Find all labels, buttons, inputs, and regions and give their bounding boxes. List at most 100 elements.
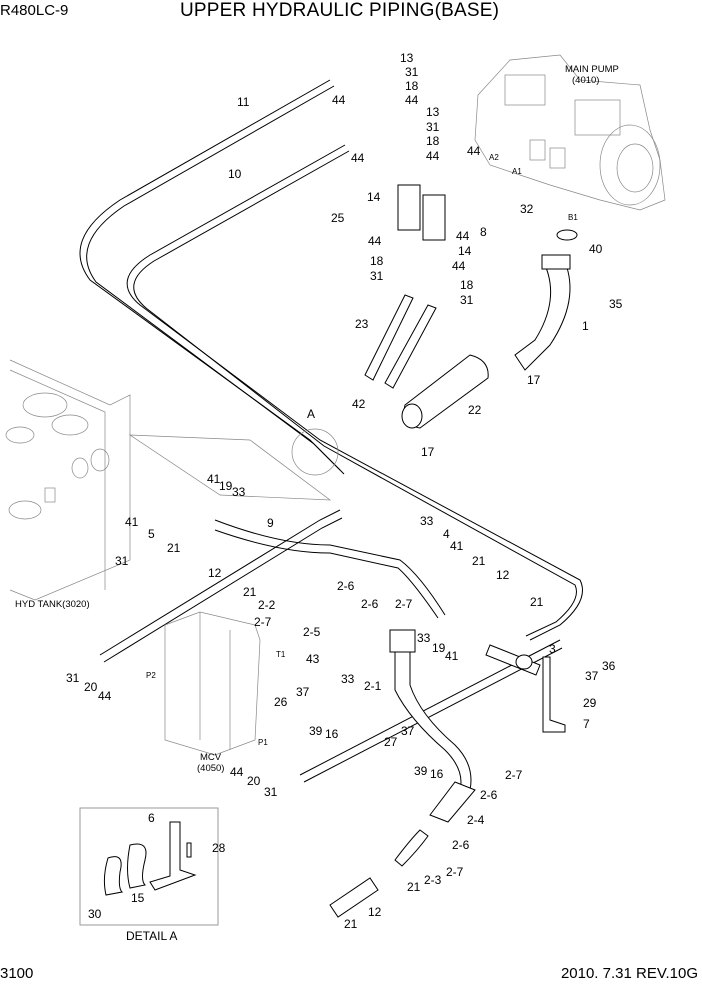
part-number-callout: 41 <box>207 472 221 486</box>
part-number-callout: 31 <box>460 293 474 307</box>
part-number-callout: 43 <box>306 652 320 666</box>
main-pump-label-2: (4010) <box>572 75 599 86</box>
part-number-callout: 14 <box>458 244 472 258</box>
part-number-callout: 44 <box>98 689 112 703</box>
detail-a-box <box>79 807 219 926</box>
port-label: A1 <box>512 167 522 176</box>
mcv-label-2: (4050) <box>197 763 224 774</box>
part-number-callout: 33 <box>420 514 434 528</box>
part-number-callout: 21 <box>344 917 358 931</box>
part-number-callout: 18 <box>405 79 419 93</box>
part-number-callout: 20 <box>84 680 98 694</box>
part-number-callout: 31 <box>264 785 278 799</box>
part-number-callout: 33 <box>417 631 431 645</box>
part-number-callout: 12 <box>368 905 382 919</box>
part-number-callout: 39 <box>309 724 323 738</box>
part-number-callout: 14 <box>367 190 381 204</box>
part-number-callout: 41 <box>450 539 464 553</box>
part-number-callout: 18 <box>370 254 384 268</box>
part-number-callout: 2-7 <box>446 865 464 879</box>
part-number-callout: 21 <box>243 585 257 599</box>
part-number-callout: 44 <box>368 234 382 248</box>
part-number-callout: 35 <box>609 297 623 311</box>
part-number-callout: 37 <box>585 669 599 683</box>
part-number-callout: 41 <box>445 649 459 663</box>
detail-a-marker-circle <box>291 428 339 476</box>
part-number-callout: 13 <box>400 51 414 65</box>
revision-date: 2010. 7.31 REV.10G <box>560 965 698 982</box>
part-number-callout: 44 <box>405 93 419 107</box>
part-number-callout: 2-6 <box>361 597 379 611</box>
page-number: 3100 <box>0 965 34 982</box>
part-number-callout: 32 <box>520 202 534 216</box>
part-number-callout: 12 <box>496 568 510 582</box>
part-number-callout: 17 <box>527 373 541 387</box>
part-number-callout: 5 <box>148 527 155 541</box>
part-number-callout: 33 <box>232 485 246 499</box>
part-number-callout: 3 <box>549 642 556 656</box>
suction-pipe-1 <box>514 229 578 371</box>
part-number-callout: 21 <box>472 554 486 568</box>
detail-a-parts <box>103 821 197 896</box>
part-number-callout: 44 <box>351 151 365 165</box>
hose-10 <box>126 144 583 641</box>
part-number-callout: 26 <box>274 695 288 709</box>
mcv-label-1: MCV <box>200 752 222 763</box>
port-label: T1 <box>276 650 286 659</box>
hoses-23 <box>364 294 437 389</box>
part-number-callout: 2-2 <box>258 598 276 612</box>
part-number-callout: 21 <box>530 595 544 609</box>
part-number-callout: 7 <box>583 717 590 731</box>
part-number-callout: 31 <box>370 269 384 283</box>
part-number-callout: 31 <box>115 554 129 568</box>
part-number-callout: 10 <box>228 167 242 181</box>
part-number-callout: A <box>307 407 315 421</box>
hose-9 <box>214 519 446 619</box>
part-number-callout: 2-6 <box>452 838 470 852</box>
part-number-callout: 31 <box>426 120 440 134</box>
pipe-2-4 <box>429 781 476 823</box>
part-number-callout: 12 <box>208 566 222 580</box>
port-label: B1 <box>568 213 578 222</box>
part-number-callout: 2-1 <box>364 679 382 693</box>
hose-11 <box>79 79 345 475</box>
mcv-drawing <box>164 611 261 756</box>
part-number-callout: 33 <box>341 672 355 686</box>
part-number-callout: 9 <box>267 516 274 530</box>
port-label: A2 <box>489 153 499 162</box>
part-number-callout: 2-7 <box>395 597 413 611</box>
part-number-callout: 25 <box>331 211 345 225</box>
part-number-callout: 40 <box>589 242 603 256</box>
part-number-callout: 19 <box>432 641 446 655</box>
part-number-callout: 44 <box>452 259 466 273</box>
part-number-callout: 2-3 <box>424 873 442 887</box>
part-number-callout: 36 <box>602 659 616 673</box>
part-number-callout: 6 <box>148 811 155 825</box>
pipe-3 <box>485 644 541 676</box>
part-number-callout: 27 <box>384 735 398 749</box>
part-number-callout: 37 <box>401 724 415 738</box>
part-number-callout: 16 <box>325 727 339 741</box>
part-number-callout: 11 <box>237 95 250 109</box>
page-title: UPPER HYDRAULIC PIPING(BASE) <box>180 0 500 21</box>
part-number-callout: 29 <box>583 696 597 710</box>
main-pump-drawing <box>474 54 666 211</box>
part-number-callout: 1 <box>582 319 589 333</box>
part-number-callout: 44 <box>426 149 440 163</box>
part-number-callout: 22 <box>468 403 482 417</box>
port-label: P2 <box>146 671 156 680</box>
part-number-callout: 44 <box>332 93 346 107</box>
part-number-callout: 37 <box>296 685 310 699</box>
part-number-callout: 4 <box>443 527 450 541</box>
part-number-callout: 8 <box>480 225 487 239</box>
block-14 <box>397 184 446 241</box>
bracket-7 <box>542 656 566 733</box>
part-number-callout: 13 <box>426 105 440 119</box>
part-number-callout: 44 <box>467 144 481 158</box>
part-number-callout: 18 <box>426 134 440 148</box>
part-number-callout: 41 <box>125 515 139 529</box>
pipe-2-3 <box>394 829 429 867</box>
part-number-callout: 2-5 <box>303 625 321 639</box>
